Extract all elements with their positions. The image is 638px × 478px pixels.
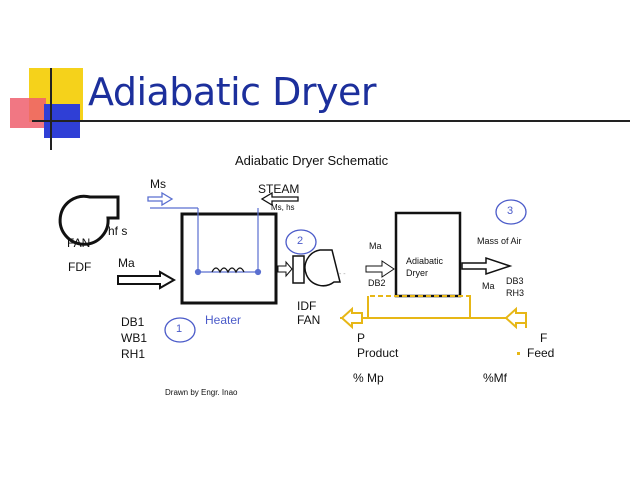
feed-bullet-dot [517, 352, 520, 355]
schematic-heading: Adiabatic Dryer Schematic [235, 153, 389, 168]
label-idf-fan: FAN [297, 313, 321, 327]
label-idf: IDF [297, 299, 317, 313]
label-ma-mid: Ma [369, 241, 382, 251]
label-ma-left: Ma [118, 256, 135, 270]
label-wb1: WB1 [121, 331, 148, 345]
label-mp: % Mp [353, 371, 384, 385]
label-steam: STEAM [258, 182, 300, 196]
label-db1: DB1 [121, 315, 145, 329]
heater-box [180, 212, 278, 305]
label-product: Product [357, 346, 399, 360]
idf-fan-casing [292, 255, 305, 284]
label-p: P [357, 331, 366, 345]
circle-1 [164, 317, 196, 343]
fdf-fan-symbol [58, 194, 120, 246]
label-num-3: 3 [507, 205, 514, 217]
steam-coil [150, 207, 262, 276]
label-dryer: Dryer [406, 268, 428, 278]
air-inlet-arrow [117, 270, 177, 290]
dryer-box [394, 211, 462, 298]
label-db2: DB2 [368, 278, 386, 288]
circle-3 [495, 199, 527, 225]
label-heater: Heater [205, 313, 242, 327]
air-outlet-arrow [461, 256, 513, 276]
label-rh3: RH3 [506, 288, 525, 298]
label-rh1: RH1 [121, 347, 146, 361]
label-adiabatic: Adiabatic [406, 256, 444, 266]
label-num-2: 2 [297, 235, 304, 247]
label-ms: Ms [150, 177, 166, 191]
deco-red-square [10, 98, 46, 128]
label-mf: %Mf [483, 371, 507, 385]
label-fan: FAN [67, 236, 91, 250]
steam-outlet-arrow [260, 191, 299, 207]
idf-to-dryer-arrow [365, 260, 395, 278]
label-ms-hs: Ms, hs [271, 203, 295, 212]
product-arrow [340, 306, 363, 330]
circle-2 [285, 229, 317, 255]
label-feed: Feed [527, 346, 555, 360]
label-hf-s: hf s [108, 224, 128, 238]
feed-product-line [340, 295, 527, 328]
label-mass-of-air: Mass of Air [477, 236, 522, 246]
label-fdf: FDF [68, 260, 92, 274]
idf-fan-symbol [304, 249, 341, 287]
feed-arrow [504, 306, 527, 330]
label-drawn-by: Drawn by Engr. Inao [165, 388, 238, 397]
label-f: F [540, 331, 548, 345]
label-ma-right: Ma [482, 281, 495, 291]
deco-horizontal-line [32, 120, 630, 122]
label-db3: DB3 [506, 276, 524, 286]
label-num-1: 1 [176, 323, 183, 335]
svg-text:- -: - - [339, 271, 346, 278]
heater-to-idf-arrow [277, 260, 293, 278]
slide-title: Adiabatic Dryer [88, 70, 377, 114]
deco-vertical-line [50, 68, 52, 150]
heater-coil [211, 267, 245, 274]
ms-inlet-arrow [147, 191, 174, 207]
